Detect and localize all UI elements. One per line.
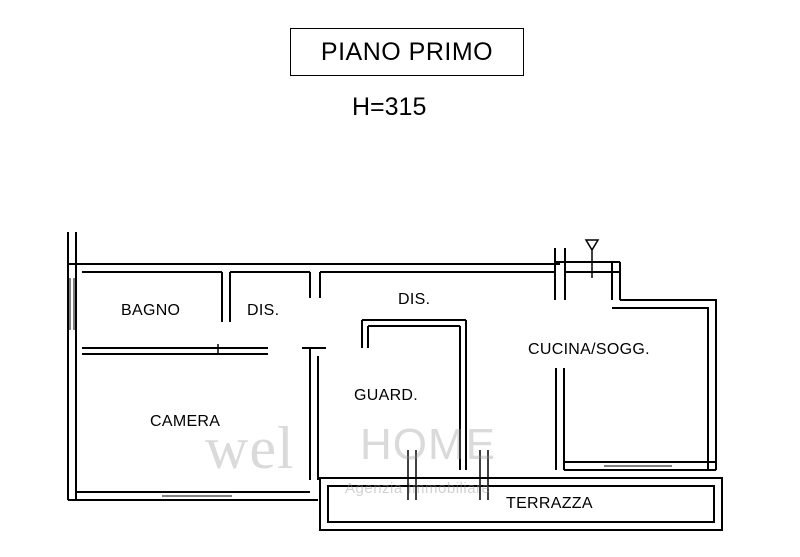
camera-right-wall [302,347,326,480]
room-label-cucina: CUCINA/SOGG. [528,341,650,358]
left-wall [67,232,77,500]
bagno-right-wall [221,272,231,322]
watermark-home: HOME [360,420,496,469]
room-label-dis-center: DIS. [398,291,431,308]
dis-right-wall [309,272,321,298]
room-label-dis-left: DIS. [247,302,280,319]
top-wall [68,263,560,273]
vent-symbol [584,239,600,278]
room-label-camera: CAMERA [150,413,221,430]
kitchen-left-wall [555,368,565,470]
room-label-guard: GUARD. [354,387,419,404]
watermark-subtitle: Agenzia Immobiliare [345,480,491,497]
page-title: PIANO PRIMO [290,28,524,76]
bagno-bottom-wall [82,347,268,355]
guard-walls [361,319,467,470]
watermark-logo: wel [205,415,295,481]
top-right-wall [554,248,621,300]
room-label-terrazza: TERRAZZA [506,495,593,512]
kitchen-right-wall [612,299,717,470]
camera-bottom-wall [68,491,318,501]
floor-height-label: H=315 [352,93,427,121]
room-label-bagno: BAGNO [121,302,181,319]
kitchen-bottom-wall [564,461,716,471]
terrace-doors [407,450,489,500]
left-window [69,278,75,330]
terrace-outline [319,477,723,531]
